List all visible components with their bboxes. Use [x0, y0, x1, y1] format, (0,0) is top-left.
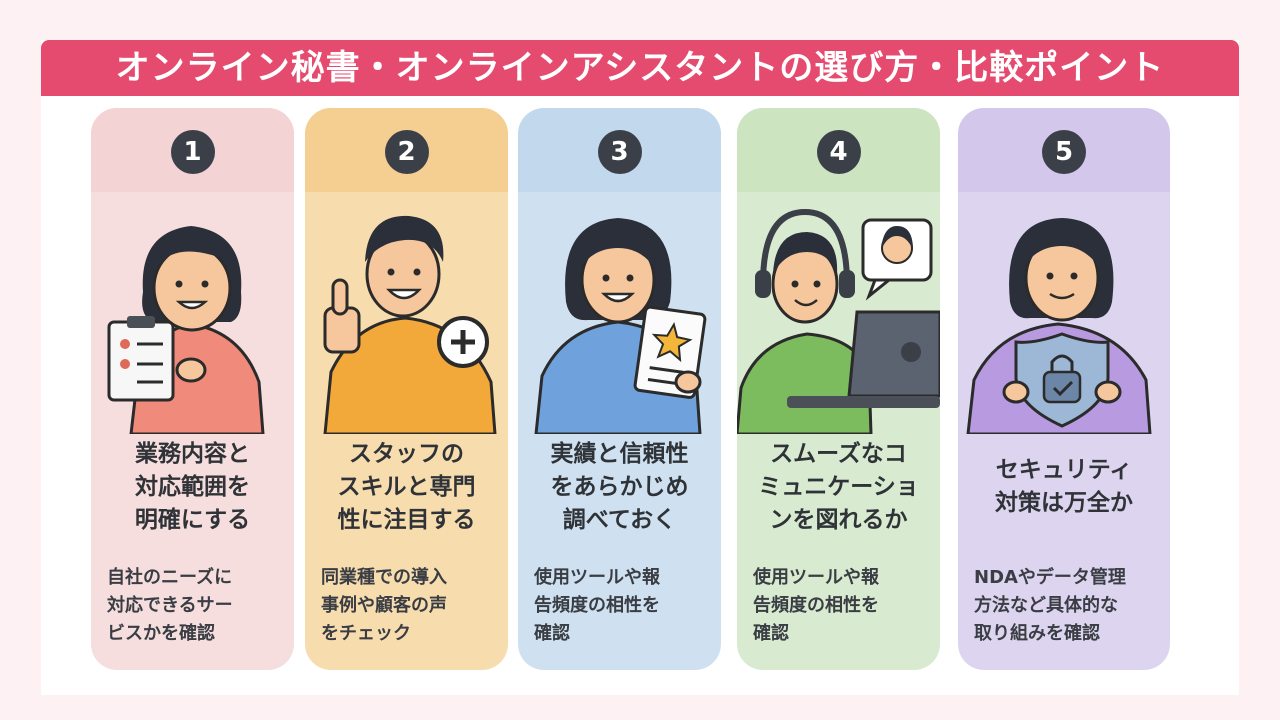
person-with-star-certificate-icon: [534, 218, 707, 434]
card-description: 同業種での導入 事例や顧客の声 をチェック: [321, 567, 447, 644]
card-5: 5 セキュリティ 対策は万全か NDAやデータ管理 方法など具体的な 取り組みを…: [958, 108, 1170, 670]
card-number: 2: [384, 130, 429, 174]
card-heading: スムーズなコ ミュニケーショ ンを図れるか: [758, 441, 919, 533]
card-heading: 実績と信頼性 をあらかじめ 調べておく: [550, 441, 689, 533]
person-thumbs-up-plus-icon: [323, 215, 497, 434]
card-description: NDAやデータ管理 方法など具体的な 取り組みを確認: [974, 567, 1126, 644]
card-number: 1: [170, 130, 215, 174]
card-description: 自社のニーズに 対応できるサー ビスかを確認: [107, 567, 233, 644]
card-heading: セキュリティ 対策は万全か: [995, 457, 1133, 516]
person-with-checklist-icon: [107, 226, 265, 434]
card-1: 1 業務内容と 対応範囲を 明確にする 自社のニーズに 対応できるサー ビスかを…: [91, 108, 294, 670]
card-description: 使用ツールや報 告頻度の相性を 確認: [534, 567, 660, 644]
card-description: 使用ツールや報 告頻度の相性を 確認: [753, 567, 879, 644]
card-heading: スタッフの スキルと専門 性に注目する: [337, 441, 476, 533]
card-2: 2 スタッフの スキルと専門 性に注目する 同業種での導入 事例や顧客の声 をチ…: [305, 108, 508, 670]
person-headset-laptop-icon: [737, 208, 940, 434]
card-heading: 業務内容と 対応範囲を 明確にする: [134, 441, 251, 533]
card-number: 4: [816, 130, 861, 174]
card-4: 4 スムーズなコ ミュニケーショ ンを図れるか 使用ツールや報 告頻度の相性を …: [737, 108, 940, 670]
card-3: 3 実績と信頼性 をあらかじめ 調べておく 使用ツールや報 告頻度の相性を 確認: [518, 108, 721, 670]
card-number: 3: [597, 130, 642, 174]
person-with-lock-shield-icon: [966, 218, 1152, 434]
card-number: 5: [1042, 130, 1086, 174]
page-title: オンライン秘書・オンラインアシスタントの選び方・比較ポイント: [41, 40, 1239, 96]
